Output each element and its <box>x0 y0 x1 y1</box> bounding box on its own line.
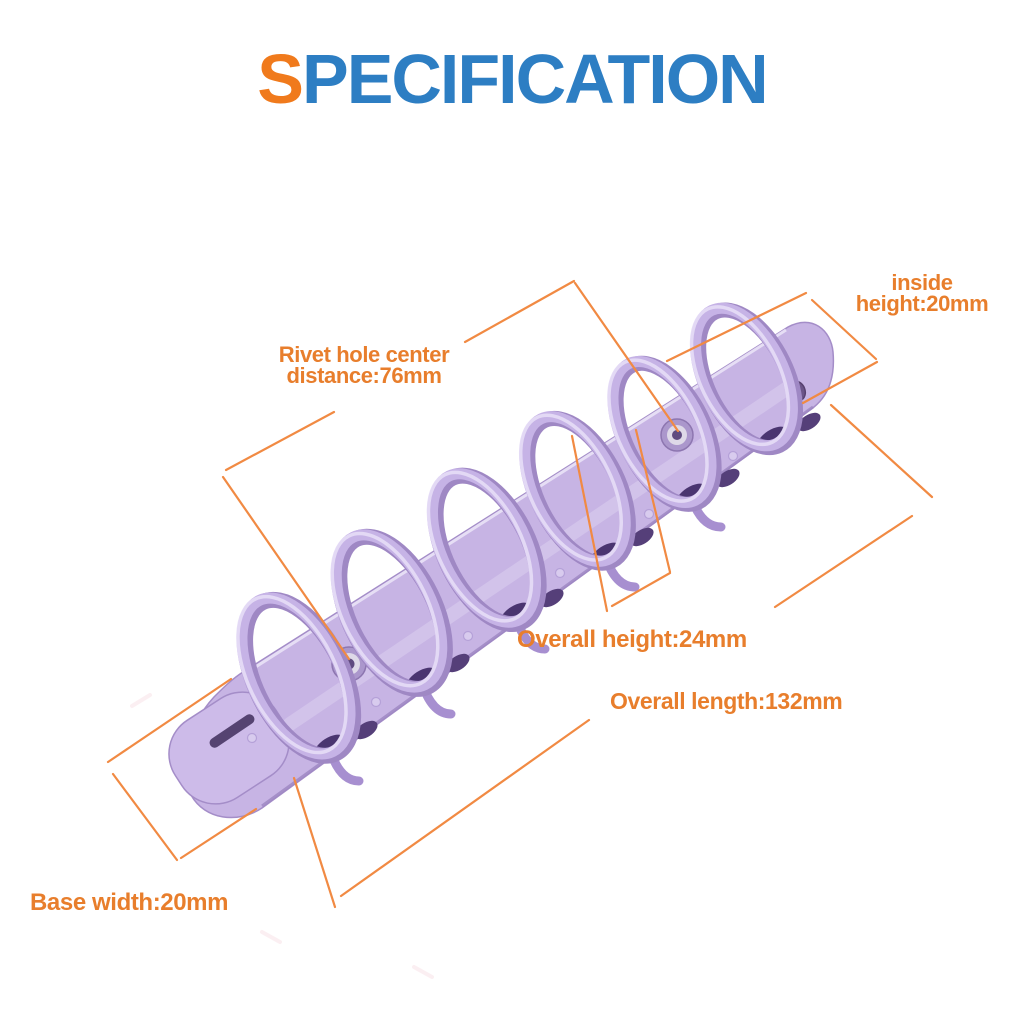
overall-length-ext-left <box>292 776 337 909</box>
inside-height-label-line2: height:20mm <box>855 291 989 316</box>
overall-length-lines <box>292 403 934 909</box>
rivet-dim-left <box>224 410 336 472</box>
overall-height-lines <box>570 428 672 613</box>
inside-height-pointer <box>801 360 879 405</box>
plate-top-rim <box>245 328 787 675</box>
title-first-letter: S <box>257 40 304 118</box>
overall-height-ext-left <box>570 434 609 613</box>
ring-3 <box>426 467 547 633</box>
inside-height-leader-right <box>810 298 878 361</box>
overall-length-dim-upper <box>773 514 914 609</box>
rivet-dim-right <box>463 279 576 344</box>
overall-length-dim-lower <box>339 718 591 898</box>
watermark-smudges <box>130 693 434 979</box>
rivet-distance-label-line1: Rivet hole center <box>278 342 450 367</box>
rivet-distance-label-line2: distance:76mm <box>286 363 442 388</box>
rivet-bumps <box>246 450 739 744</box>
base-width-lines <box>106 677 258 862</box>
left-tab-slit <box>209 714 255 748</box>
rings <box>236 302 804 764</box>
page-title: SPECIFICATION <box>0 42 1024 116</box>
base-width-dim <box>111 772 179 862</box>
back-slots <box>354 412 821 740</box>
ring-6 <box>689 302 804 456</box>
eyelet-right <box>660 418 694 452</box>
base-width-label: Base width:20mm <box>30 889 229 916</box>
base-width-ext-top <box>106 677 233 764</box>
rivet-ext-left <box>221 475 351 661</box>
inside-height-label-line1: inside <box>891 270 953 295</box>
inside-height-leader-left <box>665 291 808 363</box>
base-width-ext-bottom <box>179 807 258 860</box>
rivet-ext-right <box>573 281 680 433</box>
overall-length-ext-right <box>829 403 934 499</box>
overall-length-label: Overall length:132mm <box>610 688 843 714</box>
overall-height-label: Overall height:24mm <box>517 626 747 653</box>
ring-1 <box>236 591 362 764</box>
ring-2 <box>330 528 453 697</box>
inside-height-label: inside height:20mm <box>832 270 1012 316</box>
inside-height-lines <box>665 291 879 405</box>
overall-height-ext-right <box>634 428 672 574</box>
ring-4 <box>518 410 636 571</box>
title-rest: PECIFICATION <box>302 40 769 118</box>
rivet-distance-lines <box>221 279 680 661</box>
overall-height-dim <box>610 571 672 608</box>
rivet-distance-label: Rivet hole center distance:76mm <box>248 342 480 388</box>
binder-product <box>168 302 835 819</box>
